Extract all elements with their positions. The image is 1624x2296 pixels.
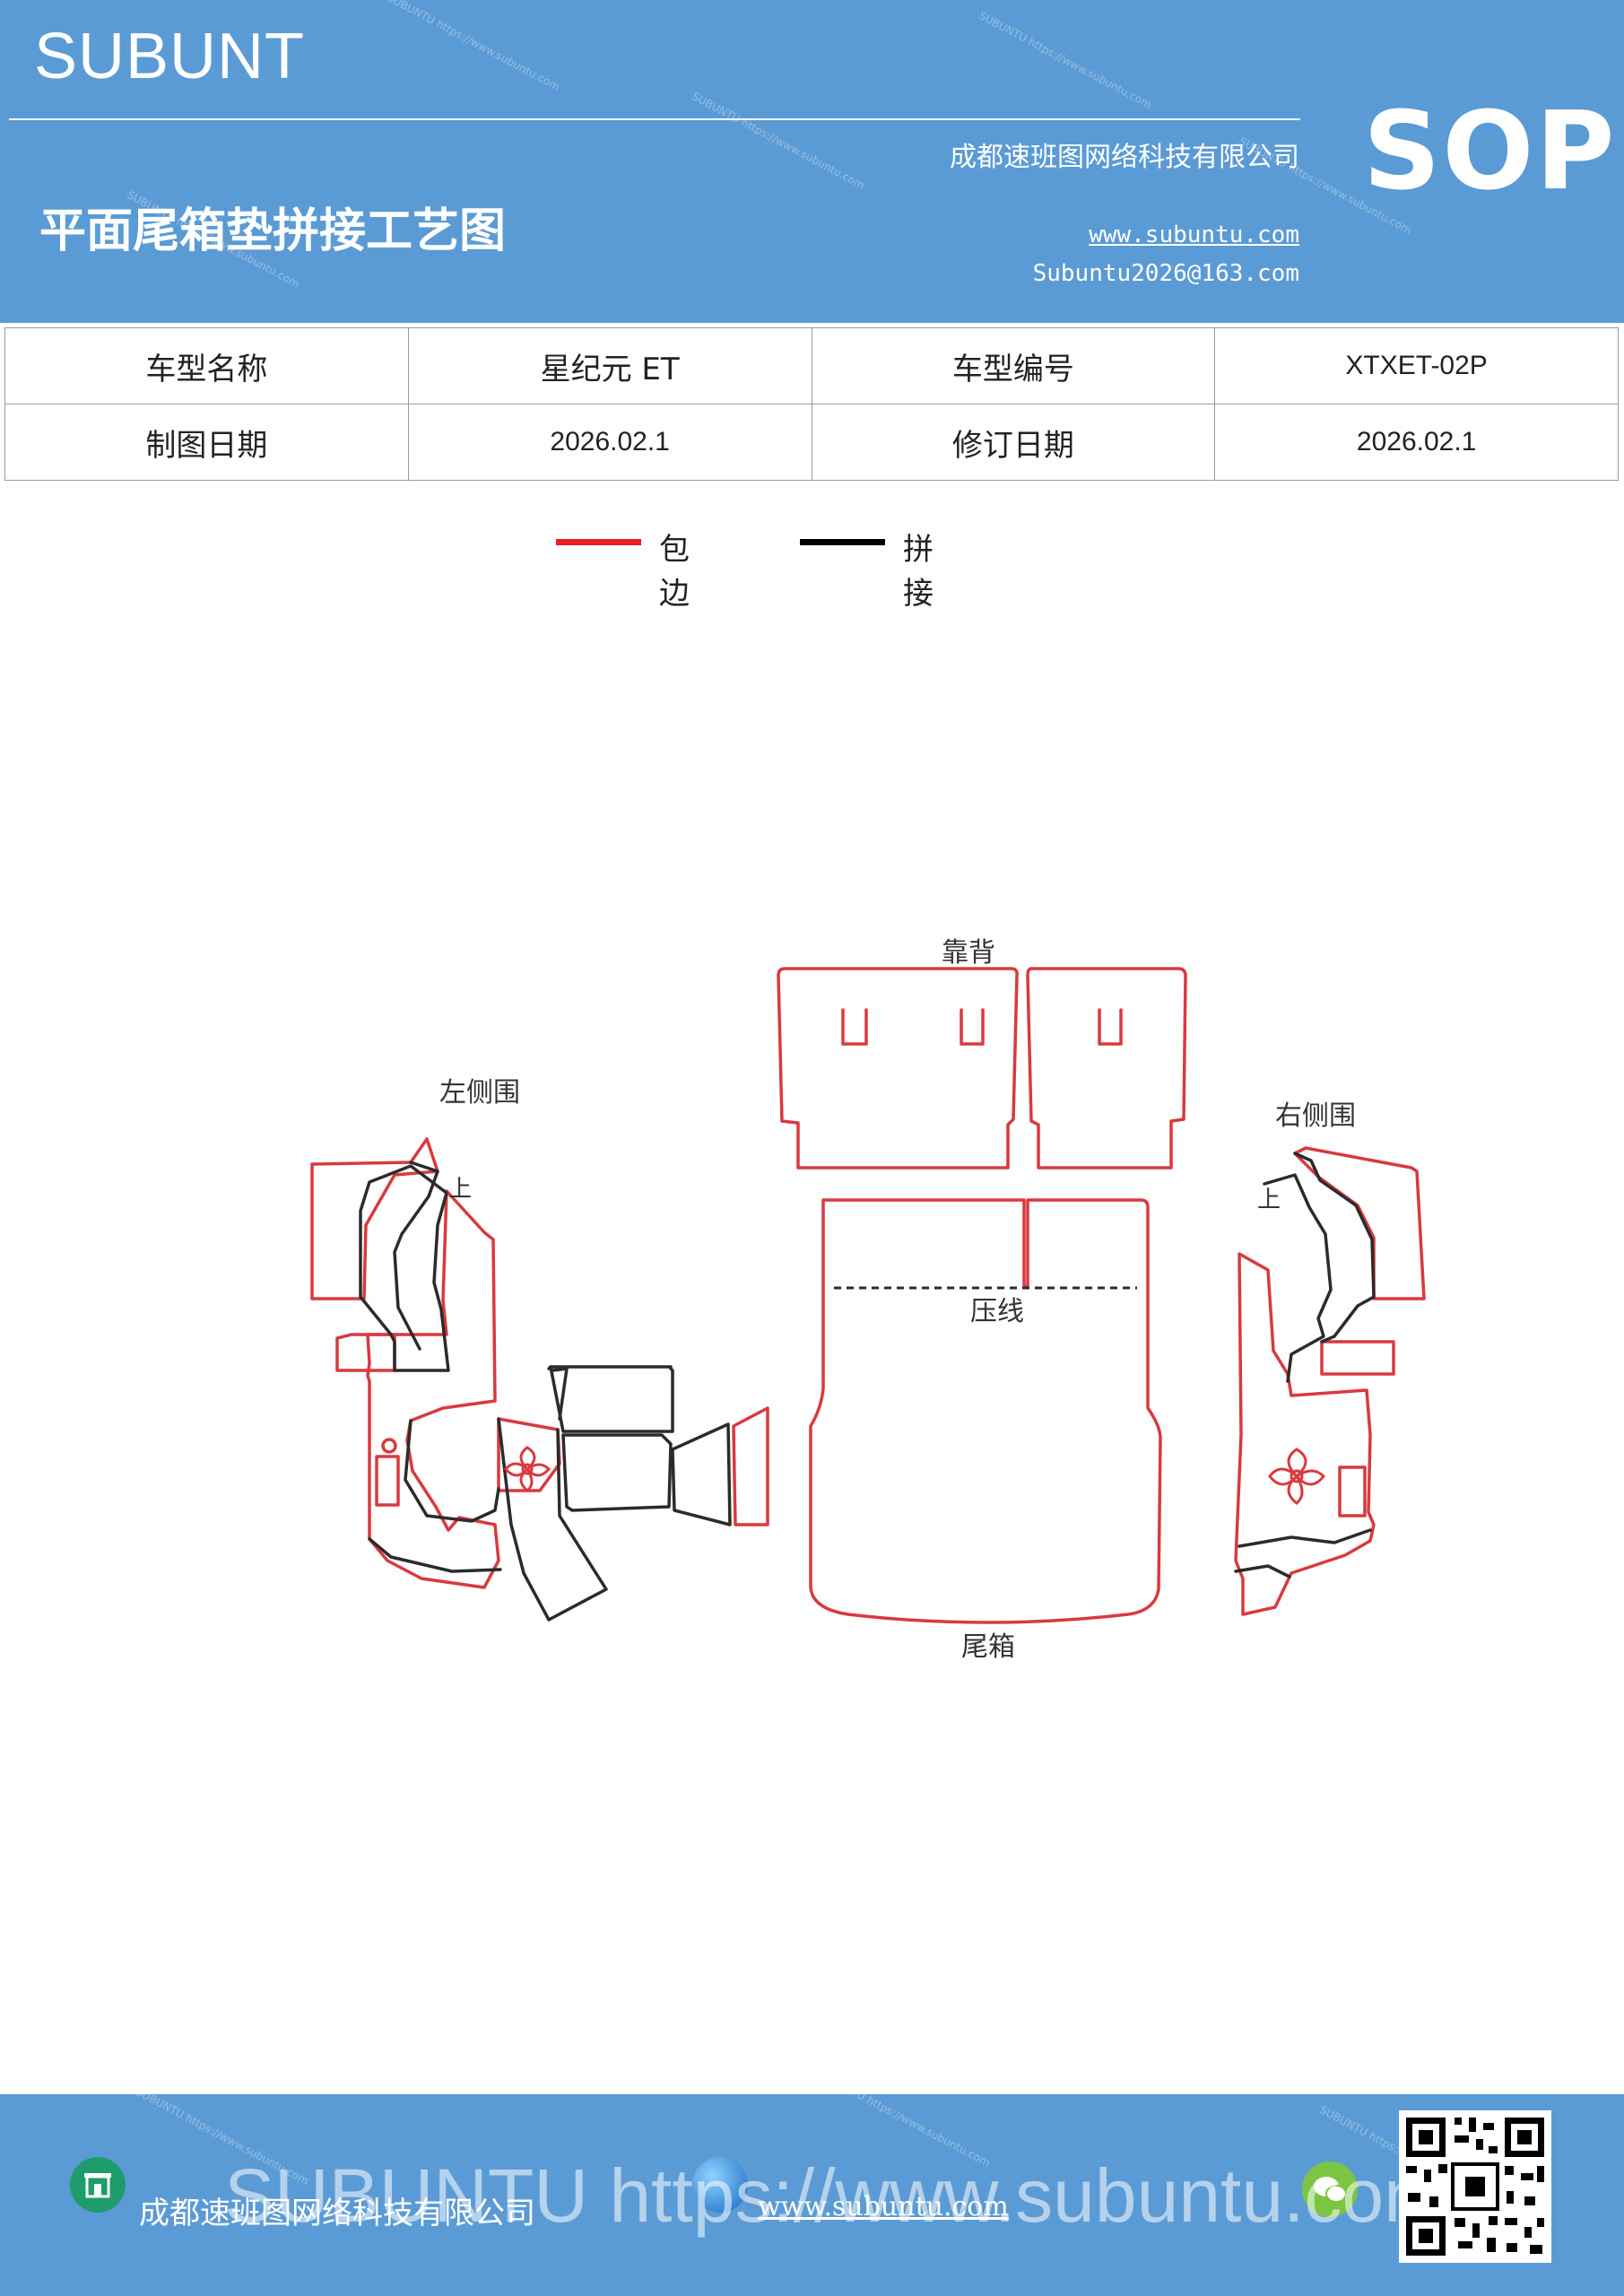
seam-line [368, 1537, 502, 1573]
model-code-value: XTXET-02P [1214, 327, 1619, 404]
revision-date-label: 修订日期 [811, 404, 1216, 481]
seam-line [549, 1365, 674, 1433]
seam-line [551, 1367, 569, 1421]
table-row: 车型名称 星纪元 ET 车型编号 XTXET-02P [4, 327, 1619, 404]
press-line-label: 压线 [970, 1296, 1024, 1327]
model-name-value: 星纪元 ET [407, 327, 812, 404]
side-pocket [1338, 1465, 1367, 1518]
model-name-label: 车型名称 [4, 327, 409, 404]
right-side-panel [1234, 1252, 1376, 1616]
legend-seam-label: 拼接 [903, 532, 934, 612]
fan-icon [1268, 1448, 1325, 1505]
building-icon [70, 2157, 126, 2213]
brand-name: SUBUNT [34, 21, 306, 92]
company-name: 成都速班图网络科技有限公司 [950, 142, 1299, 173]
sop-badge: SOP [1363, 90, 1617, 214]
fan-icon [504, 1446, 551, 1492]
footer-company: 成都速班图网络科技有限公司 [139, 2196, 535, 2231]
model-code-label: 车型编号 [811, 327, 1216, 404]
backrest-right-panel [1026, 967, 1187, 1170]
legend-edge-swatch [556, 539, 641, 545]
hole-icon [381, 1438, 397, 1454]
seam-line [1293, 1152, 1376, 1344]
seam-line [1234, 1564, 1291, 1578]
side-pocket [375, 1455, 400, 1507]
footer-banner: SUBUNTU https://www.subuntu.com SUBUNTU … [0, 2094, 1624, 2296]
table-row: 制图日期 2026.02.1 修订日期 2026.02.1 [4, 404, 1619, 481]
header-banner: SUBUNTU https://www.subuntu.com SUBUNTU … [0, 0, 1624, 323]
seam-line [1238, 1528, 1372, 1548]
up-marker-right: 上 [1257, 1187, 1281, 1213]
trunk-floor-panel [809, 1198, 1162, 1624]
trunk-label: 尾箱 [961, 1631, 1015, 1663]
left-side-panel [310, 1137, 439, 1300]
qr-code [1399, 2110, 1551, 2263]
backrest-left-panel [777, 967, 1019, 1170]
strap-slot [1098, 1008, 1123, 1046]
seam-line [404, 1419, 500, 1523]
left-side-panel [366, 1189, 500, 1589]
seam-line [393, 1161, 439, 1351]
revision-date-value: 2026.02.1 [1214, 404, 1619, 481]
page-title: 平面尾箱垫拼接工艺图 [39, 204, 507, 258]
seam-line [561, 1433, 673, 1512]
up-marker-left: 上 [448, 1176, 472, 1203]
left-side-label: 左侧围 [439, 1077, 520, 1109]
draw-date-value: 2026.02.1 [407, 404, 812, 481]
right-side-panel [1320, 1340, 1395, 1376]
legend-edge-label: 包边 [659, 532, 690, 612]
left-side-panel [497, 1417, 561, 1492]
strap-slot [841, 1008, 868, 1046]
globe-icon [692, 2157, 748, 2213]
footer-url-overlay: SUBUNTU https://www.subuntu.com [224, 2153, 1447, 2238]
vehicle-info-table: 车型名称 星纪元 ET 车型编号 XTXET-02P 制图日期 2026.02.… [4, 327, 1619, 481]
seam-line [671, 1422, 732, 1526]
wechat-icon [1302, 2161, 1358, 2217]
left-side-panel [335, 1333, 396, 1372]
right-side-label: 右侧围 [1275, 1100, 1356, 1132]
footer-website-link[interactable]: www.subuntu.com [758, 2191, 1009, 2222]
strap-slot [960, 1008, 985, 1046]
website-link[interactable]: www.subuntu.com [1089, 222, 1299, 248]
seam-line [1263, 1173, 1333, 1383]
legend-seam-swatch [800, 539, 885, 545]
seam-line [359, 1164, 450, 1372]
seam-line [547, 1365, 552, 1370]
left-side-panel [732, 1406, 769, 1526]
draw-date-label: 制图日期 [4, 404, 409, 481]
header-divider [9, 118, 1300, 120]
email-address: Subuntu2026@163.com [1032, 260, 1299, 287]
seam-line [497, 1417, 608, 1622]
backrest-label: 靠背 [942, 937, 995, 969]
